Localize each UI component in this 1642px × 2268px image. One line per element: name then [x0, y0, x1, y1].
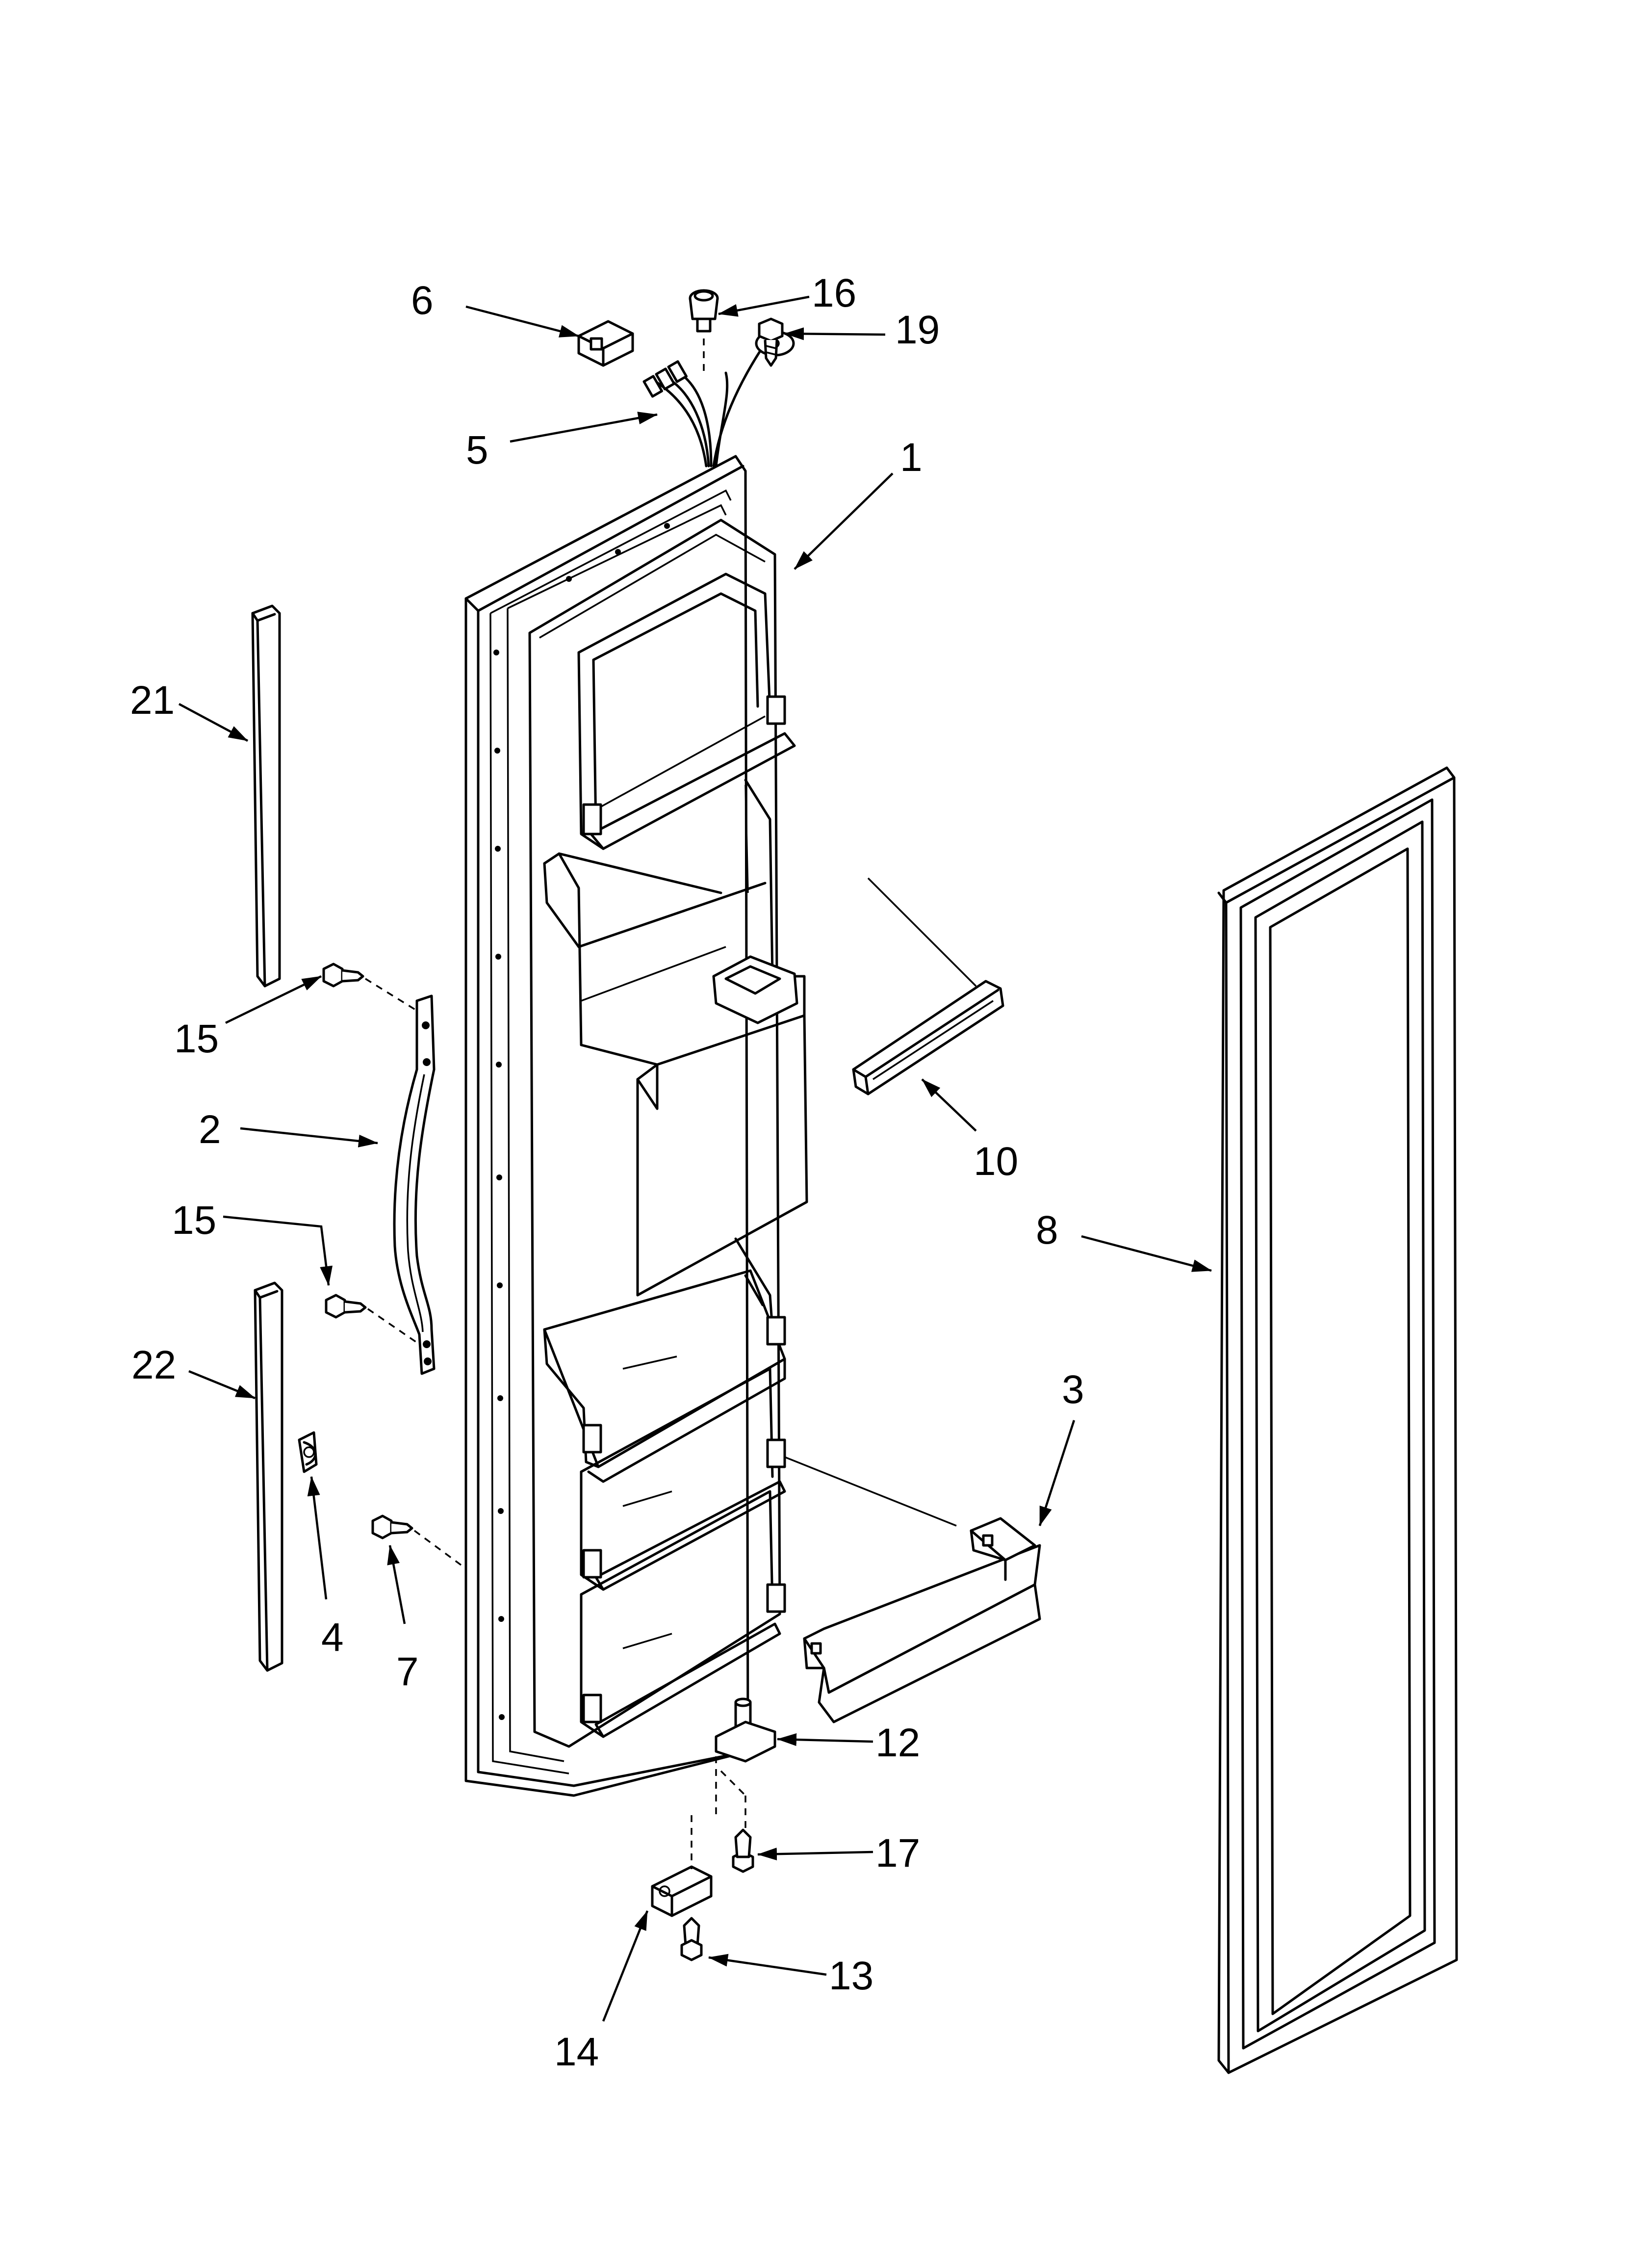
lower-door-bin-1: [580, 1367, 786, 1591]
leader-21: [178, 703, 249, 742]
label-16: 16: [812, 271, 856, 315]
door-shelf-bin: [784, 1456, 1041, 1723]
door-assembly: [464, 455, 808, 1797]
top-door-bin: [577, 573, 796, 850]
label-7: 7: [396, 1649, 419, 1694]
leader-14: [602, 1910, 649, 2022]
handle-screw-upper: [322, 963, 417, 1012]
lower-door-bin-2: [580, 1490, 786, 1738]
label-15b: 15: [172, 1198, 216, 1243]
trim-screw: [371, 1514, 462, 1566]
leader-22: [188, 1370, 256, 1400]
label-22: 22: [131, 1343, 176, 1387]
dispenser-section: [543, 779, 808, 1297]
label-13: 13: [829, 1954, 873, 1998]
lower-trim-strip: [254, 1281, 283, 1672]
label-10: 10: [974, 1139, 1018, 1184]
label-6: 6: [411, 278, 434, 323]
leader-6: [465, 305, 579, 338]
middle-door-bin: [543, 1237, 786, 1483]
leader-2: [240, 1127, 378, 1147]
trim-clip: [298, 1431, 318, 1473]
lower-hinge-screw: [680, 1917, 703, 1961]
label-2: 2: [199, 1107, 221, 1152]
door-gasket: [1217, 766, 1458, 2074]
hinge-screw: [732, 1828, 754, 1873]
upper-trim-strip: [251, 604, 281, 988]
top-screw: [758, 317, 784, 367]
lower-hinge: [651, 1815, 713, 1917]
hinge-pin-bracket: [715, 1697, 776, 1835]
leader-1: [794, 472, 894, 570]
frame-screw-holes: [493, 523, 670, 1720]
handle-screw-lower: [325, 1294, 420, 1345]
leader-15a: [225, 975, 322, 1024]
label-4: 4: [321, 1615, 344, 1660]
label-3: 3: [1062, 1367, 1084, 1412]
label-5: 5: [466, 428, 488, 472]
label-15a: 15: [174, 1017, 219, 1061]
leader-13: [708, 1954, 827, 1976]
leader-12: [777, 1733, 873, 1746]
leader-15b: [223, 1215, 333, 1286]
label-12: 12: [875, 1721, 920, 1765]
plug-button: [689, 289, 719, 373]
label-1: 1: [900, 435, 923, 480]
label-17: 17: [875, 1831, 920, 1876]
label-21: 21: [130, 678, 175, 723]
leader-lines: [178, 295, 1212, 2022]
label-8: 8: [1036, 1208, 1058, 1252]
dispenser-trim-bar: [852, 877, 1004, 1095]
label-19: 19: [895, 308, 940, 352]
door-handle: [393, 994, 436, 1375]
leader-10: [921, 1078, 977, 1132]
leader-17: [757, 1848, 873, 1861]
leader-3: [1038, 1420, 1076, 1526]
leader-4: [307, 1476, 328, 1600]
leader-19: [784, 327, 886, 340]
label-14: 14: [554, 2030, 599, 2074]
wire-harness: [642, 330, 795, 468]
leader-5: [510, 412, 658, 443]
leader-8: [1081, 1235, 1212, 1272]
leader-7: [387, 1545, 406, 1624]
part-labels: 1 2 3 4 5 6 7 8 10 12 13 14 15 15 16 17 …: [130, 271, 1084, 2074]
connector-block: [577, 320, 634, 367]
leader-16: [718, 295, 810, 317]
